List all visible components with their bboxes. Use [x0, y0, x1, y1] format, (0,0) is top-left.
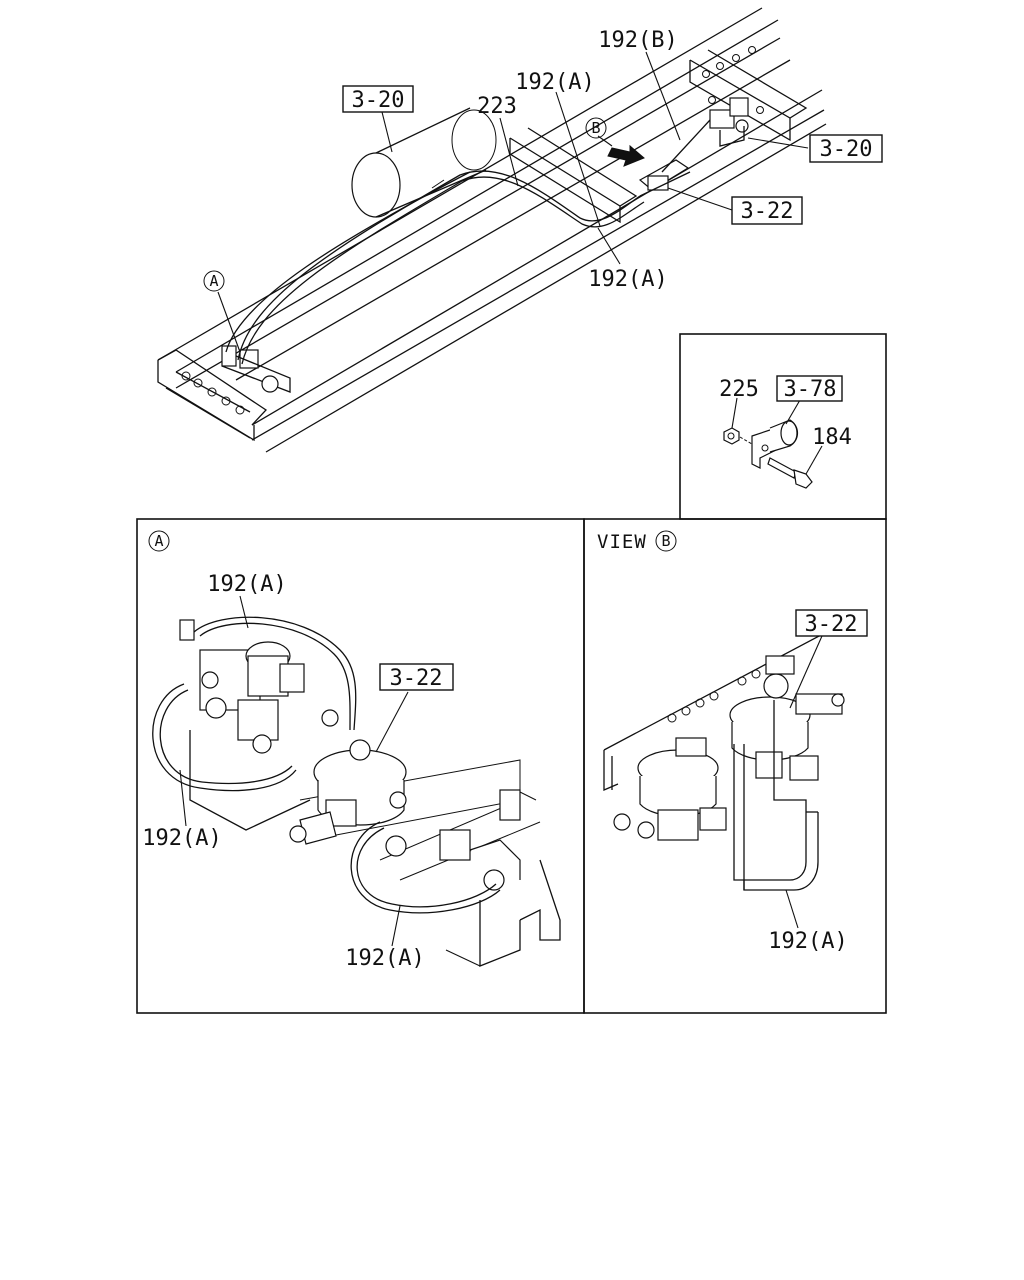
part-label-192a-a-top: 192(A): [207, 572, 286, 597]
part-label-192a-top: 192(A): [515, 70, 594, 95]
part-label-192a-bottom: 192(A): [588, 267, 667, 292]
panel-b-header: VIEW B: [597, 530, 677, 553]
chassis-frame-drawing: [157, 7, 827, 453]
ref-box-label: 3-22: [741, 199, 794, 224]
callout-b-letter: B: [591, 119, 600, 137]
detail-panel-a: A: [136, 518, 585, 1014]
panel-a-letter: A: [154, 532, 163, 550]
detail-panel-view-b: VIEW B: [583, 518, 887, 1014]
view-b-arrow: [607, 144, 645, 167]
ref-box-label: 3-20: [820, 137, 873, 162]
ref-box-3-78[interactable]: 3-78: [776, 375, 843, 402]
mount-hardware-drawing: [723, 419, 813, 489]
ref-box-label: 3-20: [352, 88, 405, 113]
main-leaders: [217, 51, 809, 353]
panel-b-valve-drawing: [603, 625, 845, 891]
part-label-223: 223: [477, 94, 517, 119]
part-label-192a-a-left: 192(A): [142, 826, 221, 851]
part-label-192b: 192(B): [598, 28, 677, 53]
ref-box-3-22-panel-b[interactable]: 3-22: [795, 609, 868, 637]
panel-a-valve-drawing: [152, 616, 561, 967]
callout-a[interactable]: A: [203, 270, 225, 292]
panel-a-header: A: [148, 530, 170, 552]
main-chassis-view: 3-20 3-20 3-22 192(B) 192(A) 223 192(A) …: [157, 7, 883, 453]
ref-box-label: 3-78: [784, 377, 837, 402]
part-label-225: 225: [719, 377, 759, 402]
ref-box-label: 3-22: [390, 666, 443, 691]
inset-mount-panel: 3-78 225 184: [679, 333, 887, 520]
view-b-title: VIEW: [597, 531, 647, 553]
part-label-192a-a-bottom: 192(A): [345, 946, 424, 971]
ref-box-3-22-panel-a[interactable]: 3-22: [379, 663, 454, 691]
callout-b[interactable]: B: [585, 117, 607, 139]
callout-a-letter: A: [209, 272, 218, 290]
panel-b-letter: B: [661, 532, 670, 550]
ref-box-3-20-left[interactable]: 3-20: [342, 85, 414, 113]
ref-box-3-20-right[interactable]: 3-20: [809, 134, 883, 163]
ref-box-label: 3-22: [805, 612, 858, 637]
part-label-192a-b: 192(A): [768, 929, 847, 954]
ref-box-3-22-main[interactable]: 3-22: [731, 196, 803, 225]
part-label-184: 184: [812, 425, 852, 450]
